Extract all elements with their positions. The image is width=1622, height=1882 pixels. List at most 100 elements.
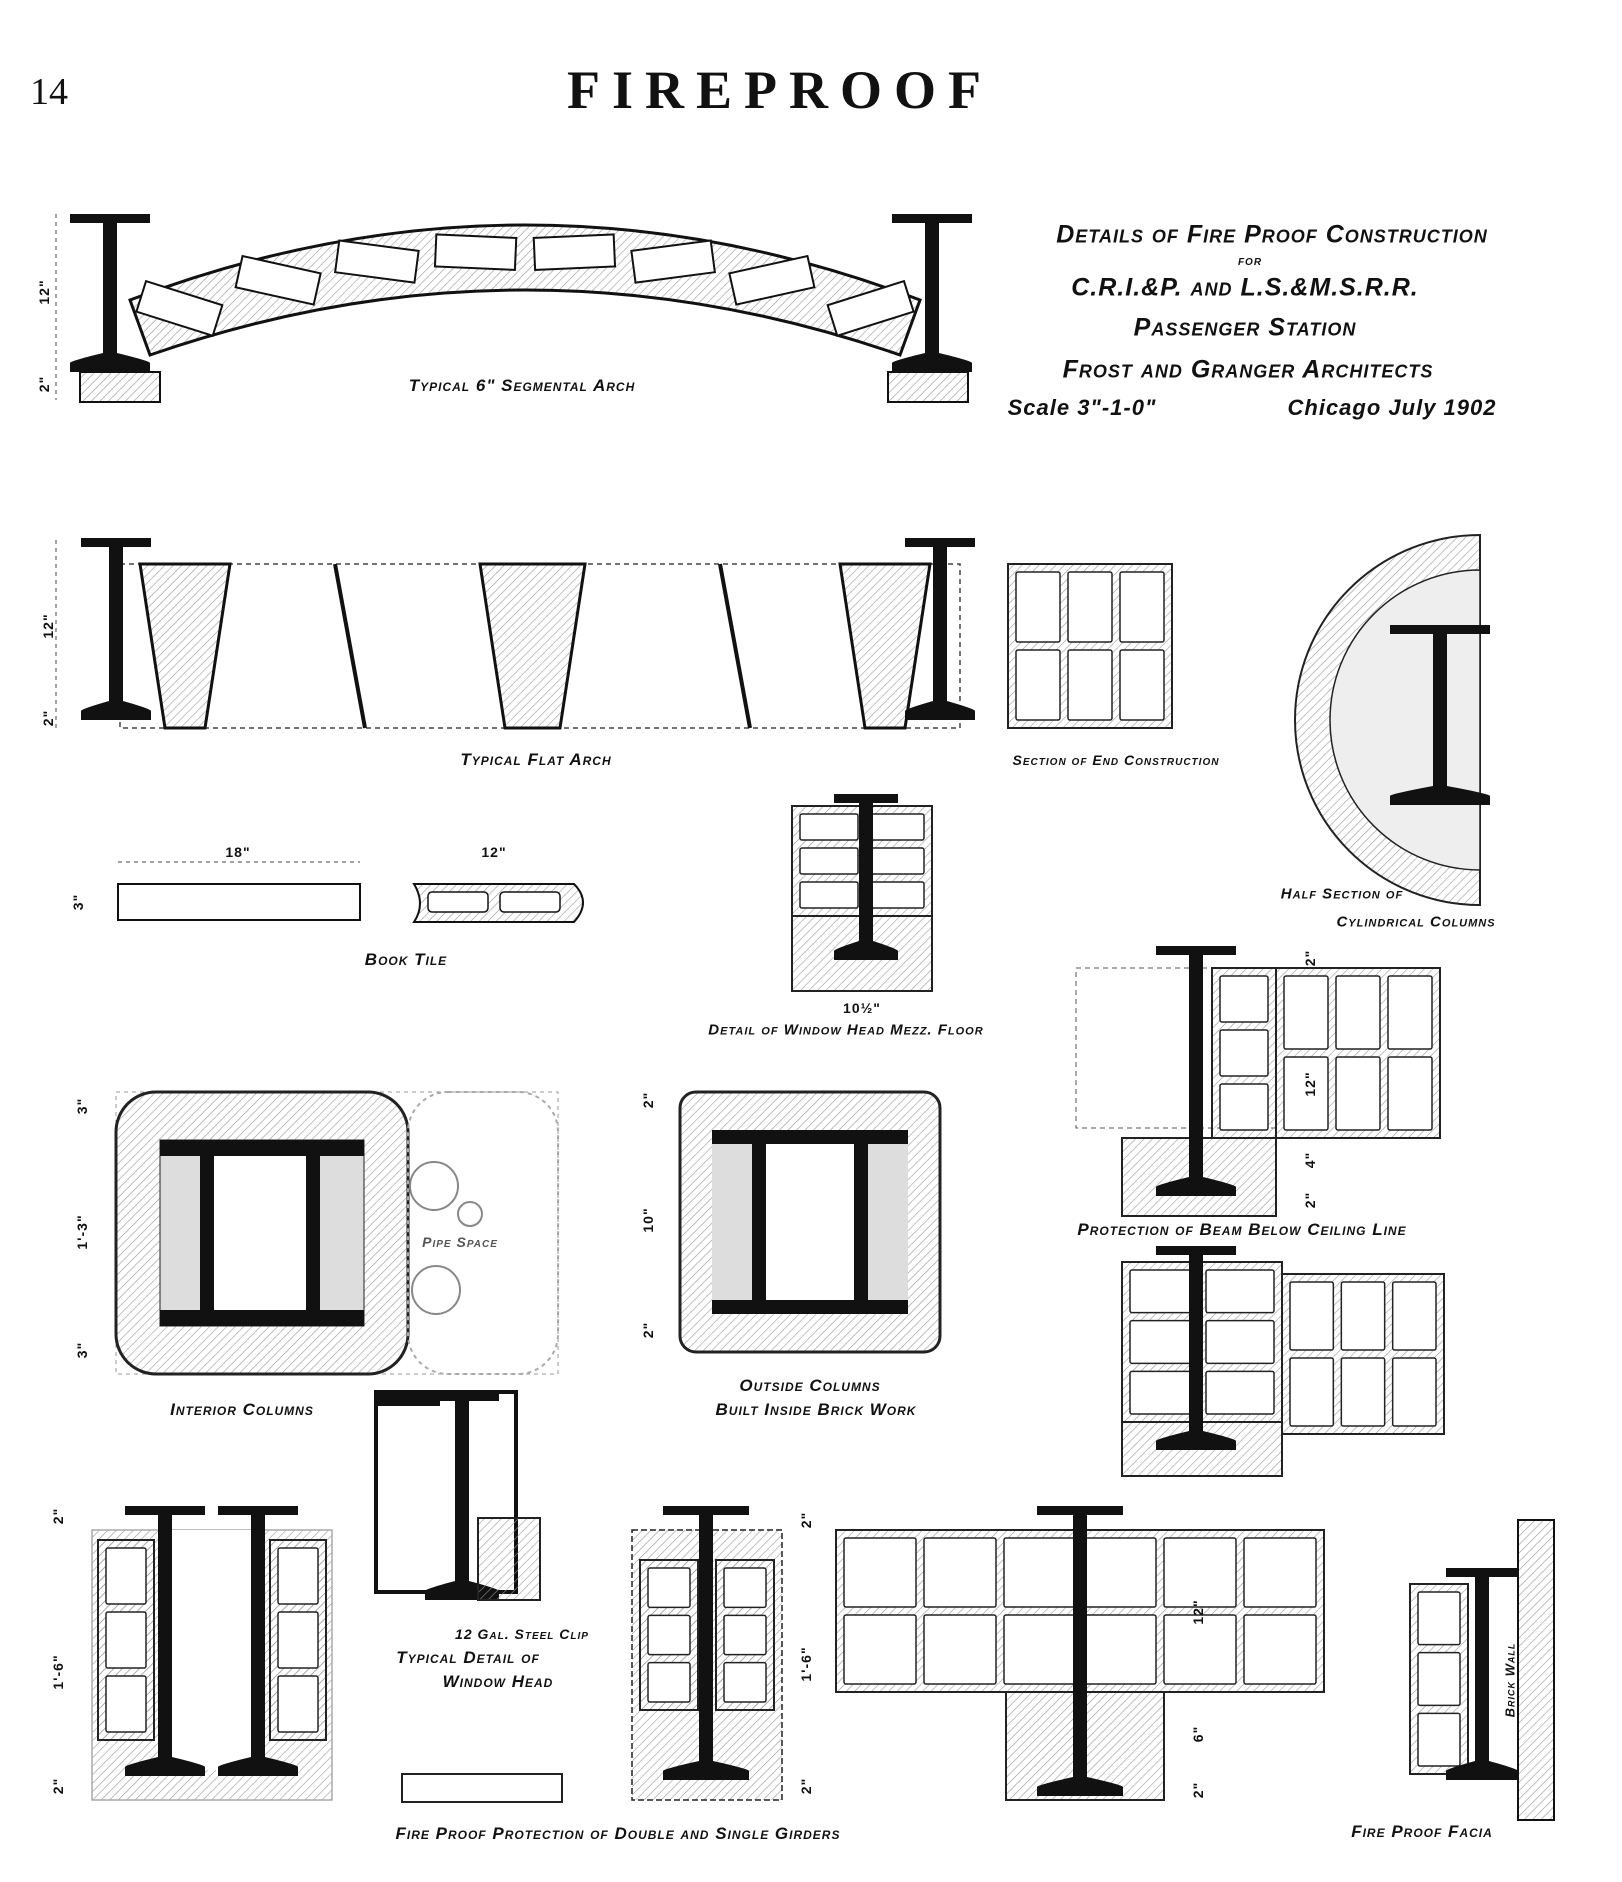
pipe-space-outline — [407, 1091, 559, 1375]
tile-cell — [923, 1614, 997, 1685]
caption-interior-columns: Interior Columns — [170, 1400, 314, 1419]
tile-cell — [1387, 1056, 1433, 1131]
skewback-left — [79, 371, 161, 403]
pipe — [457, 1201, 483, 1227]
tile-cell — [1015, 571, 1061, 643]
outside-column-top-flange — [712, 1130, 908, 1144]
tile-cell — [1289, 1357, 1335, 1427]
mezz-beam — [834, 794, 898, 960]
tile-cell — [277, 1547, 319, 1605]
dim-flat-bottom: 2" — [40, 709, 56, 727]
flat-arch-joint — [718, 563, 752, 729]
caption-window-head-mezz: Detail of Window Head Mezz. Floor — [708, 1021, 984, 1039]
tile-cell — [1391, 1281, 1437, 1351]
page-heading: FIREPROOF — [567, 60, 993, 120]
tile-cell — [1283, 975, 1329, 1050]
facia-beam — [1446, 1568, 1518, 1780]
tile-cell — [1003, 1537, 1077, 1608]
tile-cell — [923, 1537, 997, 1608]
caption-steel-clip: 12 Gal. Steel Clip — [455, 1626, 589, 1642]
tile-cell — [277, 1611, 319, 1669]
tile-cell — [1219, 975, 1269, 1023]
tile-cell — [1219, 1029, 1269, 1077]
flat-arch-right-beam — [905, 538, 975, 720]
outside-column-web-left — [752, 1130, 766, 1314]
dim-book-height: 3" — [70, 893, 86, 911]
tile-cell — [1289, 1281, 1335, 1351]
tile-cell — [799, 813, 859, 841]
interior-column-web-left — [200, 1140, 214, 1326]
flat-arch-voussoir — [138, 562, 232, 730]
dim-double-bottom: 2" — [50, 1777, 66, 1795]
flat-arch-joint — [333, 563, 367, 729]
dim-book-width-1: 18" — [225, 844, 251, 860]
interior-column-bottom-flange — [160, 1310, 364, 1326]
single-girder-beam — [663, 1506, 749, 1780]
caption-outside-columns-2: Built Inside Brick Work — [715, 1400, 917, 1419]
wide-girder-beam — [1037, 1506, 1123, 1796]
caption-pipe-space: Pipe Space — [422, 1234, 498, 1250]
dim-outside-middle: 10" — [640, 1207, 656, 1233]
outside-column-web-right — [854, 1130, 868, 1314]
interior-column-void — [214, 1156, 306, 1310]
beam-protection-beam — [1156, 946, 1236, 1196]
tile-cell — [1340, 1281, 1386, 1351]
tile-cell — [1067, 649, 1113, 721]
tile-cell — [723, 1614, 767, 1656]
cylindrical-column-beam — [1390, 625, 1490, 805]
dim-outside-top: 2" — [640, 1091, 656, 1109]
dim-single-top: 2" — [798, 1511, 814, 1529]
tile-cell — [1119, 571, 1165, 643]
tile-cell — [1417, 1591, 1461, 1646]
tile-cell — [1119, 649, 1165, 721]
tile-cell — [1067, 571, 1113, 643]
tile-cell — [277, 1675, 319, 1733]
tile-cell — [647, 1661, 691, 1703]
dim-beam-top: 2" — [1302, 949, 1318, 967]
title-block-line1: Details of Fire Proof Construction — [1056, 220, 1488, 249]
caption-half-section-1: Half Section of — [1280, 885, 1404, 903]
arch-cell — [334, 239, 420, 284]
book-tile-18 — [117, 883, 361, 921]
caption-outside-columns-1: Outside Columns — [739, 1376, 881, 1395]
tile-cell — [1387, 975, 1433, 1050]
tile-cell — [1205, 1370, 1275, 1415]
window-head-flange — [376, 1392, 440, 1406]
caption-half-section-2: Cylindrical Columns — [1336, 913, 1496, 931]
skewback-right — [887, 371, 969, 403]
dim-wide-middle: 12" — [1190, 1599, 1206, 1625]
flat-arch-voussoir — [478, 562, 587, 730]
caption-segmental-arch: Typical 6" Segmental Arch — [408, 376, 636, 395]
arch-right-beam — [892, 214, 972, 372]
tile-cell — [1015, 649, 1061, 721]
caption-book-tile: Book Tile — [364, 950, 448, 969]
flat-arch-left-beam — [81, 538, 151, 720]
dim-wide-bottom: 2" — [1190, 1781, 1206, 1799]
tile-cell — [723, 1567, 767, 1609]
double-girder-void — [160, 1530, 264, 1770]
arch-cell — [433, 233, 518, 271]
tile-cell — [1003, 1614, 1077, 1685]
tile-cell — [1335, 1056, 1381, 1131]
tile-cell — [1243, 1614, 1317, 1685]
arch-left-beam — [70, 214, 150, 372]
tile-cell — [1283, 1056, 1329, 1131]
title-block-scale: Scale 3"-1-0" — [1007, 395, 1157, 420]
dim-beam-4: 4" — [1302, 1151, 1318, 1169]
tile-cell — [1391, 1357, 1437, 1427]
interior-column-web-right — [306, 1140, 320, 1326]
dim-interior-top: 3" — [74, 1097, 90, 1115]
tile-cell — [1163, 1614, 1237, 1685]
title-block-line4: Passenger Station — [1133, 313, 1357, 342]
book-tile-cell — [499, 891, 561, 913]
window-head-beam — [425, 1392, 499, 1600]
tile-cell — [865, 847, 925, 875]
tile-cell — [647, 1567, 691, 1609]
brick-wall — [1517, 1519, 1555, 1821]
interior-column-top-flange — [160, 1140, 364, 1156]
tile-cell — [843, 1537, 917, 1608]
dim-arch-height: 12" — [36, 279, 52, 305]
dim-flat-height: 12" — [40, 613, 56, 639]
dim-single-middle: 1'-6" — [798, 1646, 814, 1682]
tile-cell — [1129, 1269, 1199, 1314]
